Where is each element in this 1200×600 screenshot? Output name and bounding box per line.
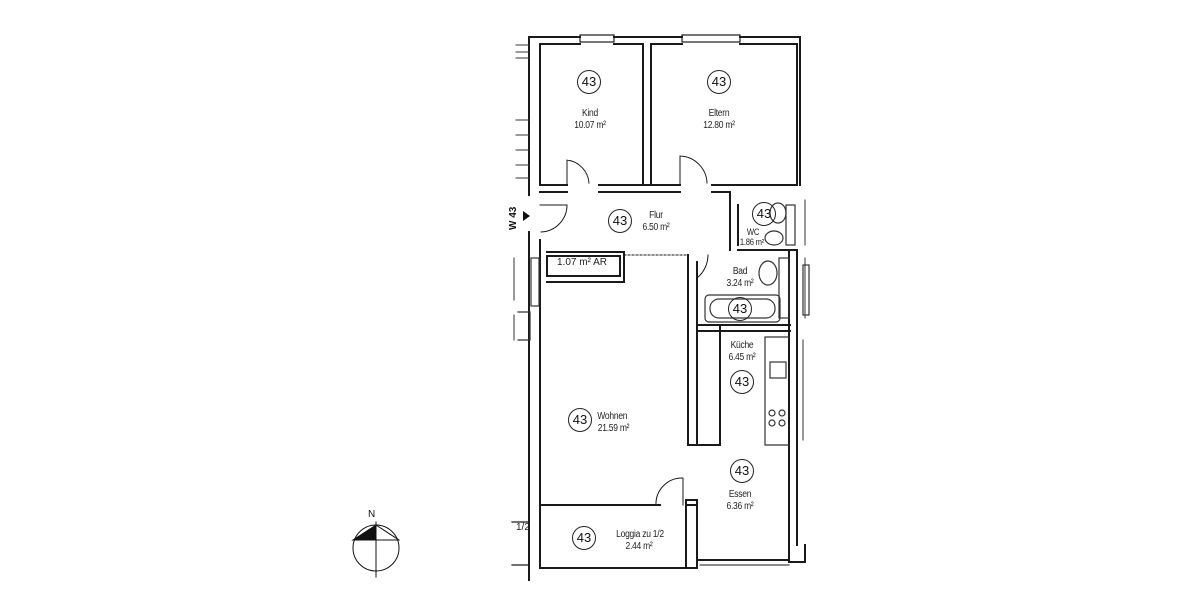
room-area-wc: 1.86 m² (739, 237, 765, 247)
room-tag-wc: 43 (752, 202, 776, 226)
room-tag-flur: 43 (608, 209, 632, 233)
room-name-loggia: Loggia zu 1/2 (616, 529, 664, 540)
room-area-eltern: 12.80 m² (703, 120, 735, 131)
room-name-kueche: Küche (730, 340, 754, 351)
room-tag-wohnen: 43 (568, 408, 592, 432)
room-area-bad: 3.24 m² (726, 278, 754, 289)
room-area-kueche: 6.45 m² (728, 352, 756, 363)
room-area-kind: 10.07 m² (574, 120, 606, 131)
room-tag-kind: 43 (577, 70, 601, 94)
room-area-flur: 6.50 m² (642, 222, 670, 233)
neighbor-loggia-label: 1/2 (516, 522, 530, 533)
room-area-wohnen: 21.59 m² (597, 423, 630, 434)
room-name-wc: WC (746, 227, 760, 237)
fixtures (513, 44, 810, 446)
room-name-eltern: Eltern (708, 108, 730, 119)
interior-walls (511, 43, 798, 569)
entrance-label: W 43 (508, 206, 519, 230)
north-label: N (368, 509, 376, 520)
room-name-kind: Kind (581, 108, 598, 119)
storage-label: 1.07 m² AR (557, 257, 608, 268)
door-swings (539, 155, 709, 506)
room-area-loggia: 2.44 m² (625, 541, 653, 552)
room-name-flur: Flur (649, 210, 663, 221)
room-tag-essen: 43 (730, 459, 754, 483)
room-tag-loggia: 43 (572, 526, 596, 550)
room-name-bad: Bad (732, 266, 748, 277)
room-tag-eltern: 43 (707, 70, 731, 94)
room-area-essen: 6.36 m² (726, 501, 754, 512)
north-compass-icon (351, 521, 400, 578)
room-tag-kueche: 43 (730, 370, 754, 394)
room-name-essen: Essen (728, 489, 752, 500)
room-tag-bad: 43 (728, 297, 752, 321)
entrance-arrow (523, 211, 530, 221)
room-name-wohnen: Wohnen (597, 411, 628, 422)
